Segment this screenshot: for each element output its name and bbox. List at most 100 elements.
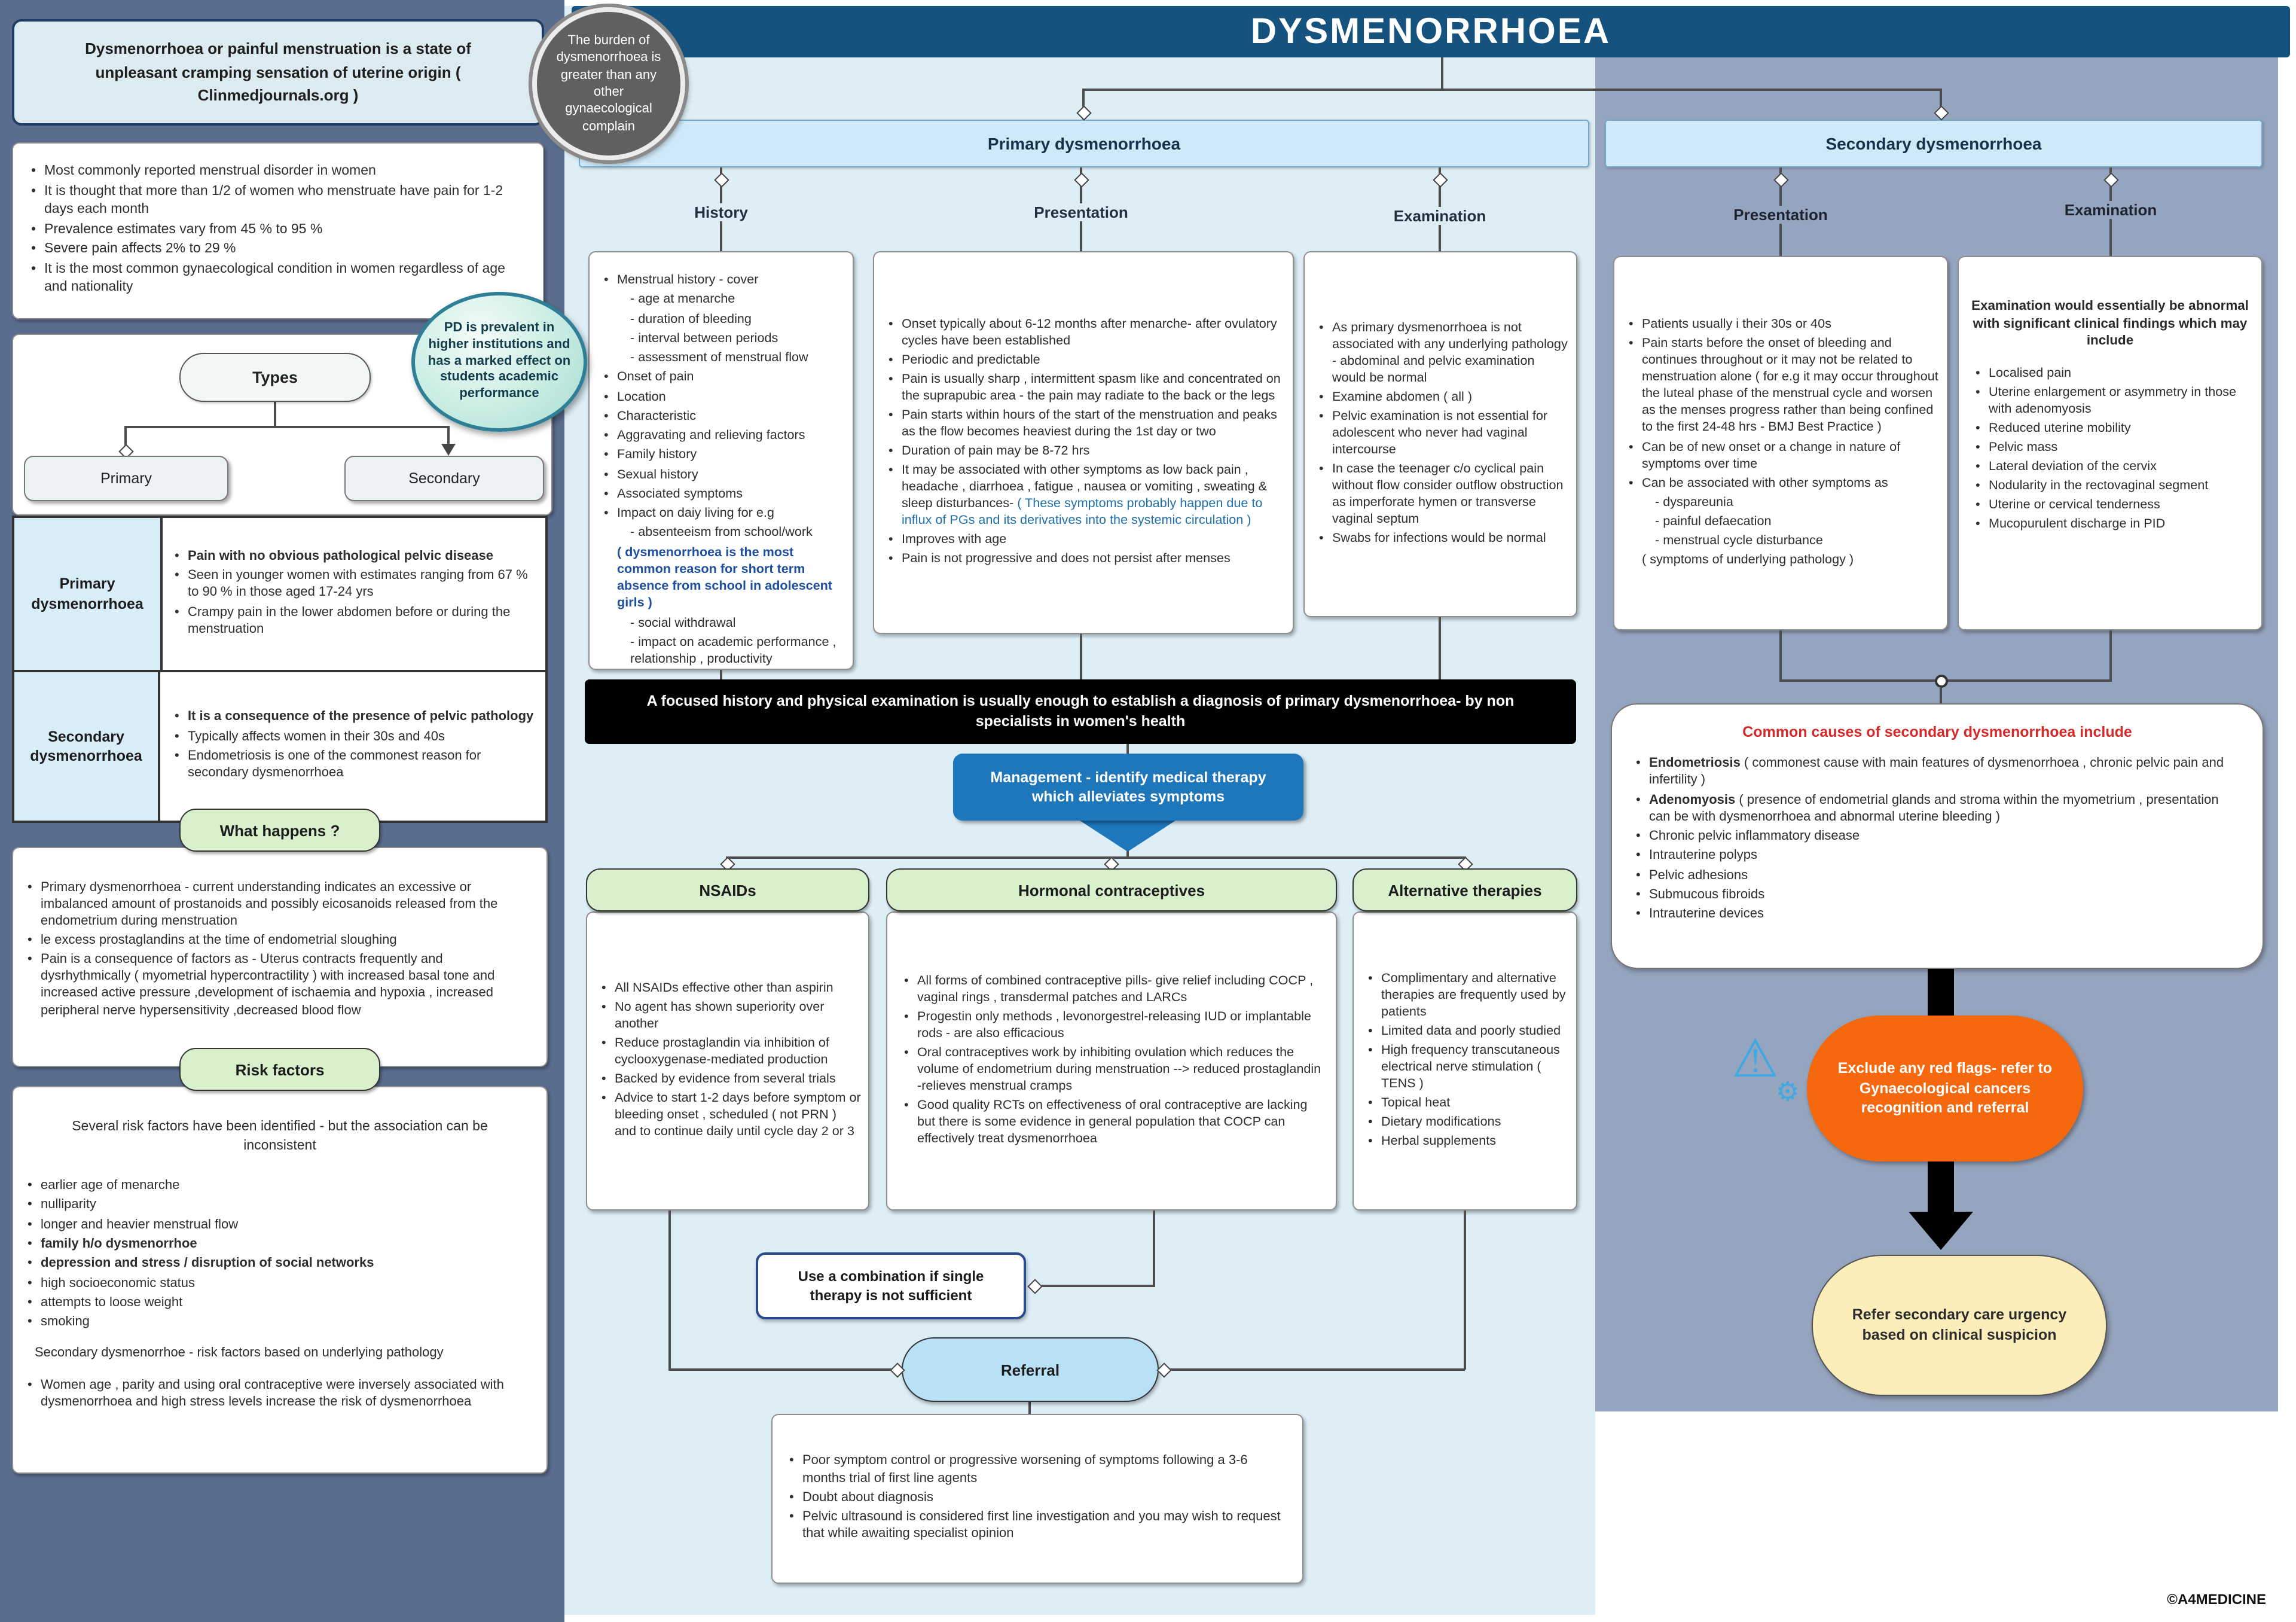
alternative-box: Complimentary and alternative therapies … <box>1352 911 1577 1211</box>
definition-box: Dysmenorrhoea or painful menstruation is… <box>12 19 544 126</box>
types-node: Types <box>179 353 371 402</box>
risk-factors-box: Several risk factors have been identifie… <box>12 1086 548 1474</box>
connector-line <box>1036 1285 1155 1287</box>
watermark-text: ©A4MEDICINE <box>2167 1591 2266 1608</box>
secondary-type-node: Secondary <box>344 456 544 501</box>
connector-rod <box>1928 1161 1954 1214</box>
connector-line <box>1168 1368 1465 1371</box>
gear-icon: ⚙ <box>1776 1077 1800 1106</box>
table-row-content: It is a consequence of the presence of p… <box>163 672 545 821</box>
common-causes-list: Endometriosis ( commonest cause with mai… <box>1636 755 2241 923</box>
types-label: Types <box>252 368 298 386</box>
primary-type-label: Primary <box>100 470 152 487</box>
connector-line <box>726 856 1465 859</box>
row-label-text: Secondary dysmenorrhoea <box>30 728 142 765</box>
history-list: Menstrual history - cover- age at menarc… <box>604 272 845 668</box>
connector-line <box>1028 1402 1031 1414</box>
primary-presentation-list: Onset typically about 6-12 months after … <box>889 316 1283 570</box>
connector-line <box>1439 617 1441 679</box>
what-happens-list: Primary dysmenorrhoea - current understa… <box>28 879 535 1019</box>
risk-factors-label: Risk factors <box>235 1060 325 1078</box>
column-header-sec-presentation: Presentation <box>1727 206 1834 224</box>
secondary-examination-intro: Examination would essentially be abnorma… <box>1971 299 2249 349</box>
watermark: ©A4MEDICINE <box>2021 1591 2266 1608</box>
burden-badge-text: The burden of dysmenorrhoea is greater t… <box>556 33 661 134</box>
management-banner-text: Management - identify medical therapy wh… <box>990 769 1266 806</box>
risk-intro: Several risk factors have been identifie… <box>72 1120 488 1153</box>
referral-list: Poor symptom control or progressive wors… <box>789 1453 1290 1545</box>
nsaids-header: NSAIDs <box>586 868 869 911</box>
connector-line <box>1940 688 1942 703</box>
burden-badge: The burden of dysmenorrhoea is greater t… <box>532 7 685 160</box>
management-banner: Management - identify medical therapy wh… <box>953 754 1303 821</box>
page-title-bar: DYSMENORRHOEA <box>572 6 2290 57</box>
secondary-presentation-box: Patients usually i their 30s or 40sPain … <box>1613 256 1948 630</box>
secondary-type-label: Secondary <box>408 470 480 487</box>
row-bullets: It is a consequence of the presence of p… <box>175 709 538 784</box>
column-header-presentation: Presentation <box>1028 203 1134 221</box>
hormonal-list: All forms of combined contraceptive pill… <box>904 972 1326 1150</box>
connector-line <box>668 1368 892 1371</box>
definition-text: Dysmenorrhoea or painful menstruation is… <box>85 39 471 105</box>
referral-box: Poor symptom control or progressive wors… <box>771 1414 1303 1584</box>
referral-label: Referral <box>1000 1361 1060 1379</box>
connector-line <box>126 426 448 428</box>
alternative-header-text: Alternative therapies <box>1388 881 1542 899</box>
hormonal-box: All forms of combined contraceptive pill… <box>886 911 1337 1211</box>
diagnosis-banner: A focused history and physical examinati… <box>585 679 1576 744</box>
connector-line <box>1779 630 1782 682</box>
primary-presentation-box: Onset typically about 6-12 months after … <box>873 251 1294 634</box>
hormonal-header: Hormonal contraceptives <box>886 868 1337 911</box>
stats-box: Most commonly reported menstrual disorde… <box>12 142 544 319</box>
nsaids-list: All NSAIDs effective other than aspirinN… <box>602 980 861 1143</box>
stats-list: Most commonly reported menstrual disorde… <box>31 163 531 298</box>
connector-rod <box>1928 969 1954 1018</box>
column-header-sec-examination: Examination <box>2058 201 2163 219</box>
connector-line <box>1126 849 1129 859</box>
hormonal-header-text: Hormonal contraceptives <box>1018 881 1205 899</box>
primary-section-header: Primary dysmenorrhoea <box>579 120 1589 167</box>
connector-line <box>1940 89 1942 120</box>
connector-line <box>447 426 450 445</box>
table-row-content: Pain with no obvious pathological pelvic… <box>163 518 545 672</box>
refer-secondary-text: Refer secondary care urgency based on cl… <box>1852 1306 2067 1343</box>
referral-node: Referral <box>902 1337 1159 1402</box>
column-header-history: History <box>688 203 754 221</box>
primary-header-text: Primary dysmenorrhoea <box>987 134 1181 153</box>
warning-icon: ⚠ <box>1732 1033 1779 1086</box>
connector-line <box>124 426 127 452</box>
table-row-label: Primary dysmenorrhoea <box>14 518 163 672</box>
page-title: DYSMENORRHOEA <box>1250 11 1611 51</box>
connector-line <box>1082 89 1085 120</box>
gear-glyph: ⚙ <box>1776 1077 1800 1106</box>
pd-badge: PD is prevalent in higher institutions a… <box>411 292 587 432</box>
secondary-section-header: Secondary dysmenorrhoea <box>1605 120 2263 167</box>
arrowhead-icon <box>441 444 456 456</box>
circle-connector <box>1935 675 1948 688</box>
arrowhead-icon <box>1909 1212 1973 1250</box>
table-row-label: Secondary dysmenorrhoea <box>14 672 160 821</box>
secondary-examination-box: Examination would essentially be abnorma… <box>1958 256 2263 630</box>
alternative-list: Complimentary and alternative therapies … <box>1368 970 1571 1153</box>
risk-list: earlier age of menarchenulliparitylonger… <box>28 1177 532 1411</box>
secondary-presentation-list: Patients usually i their 30s or 40sPain … <box>1629 316 1940 571</box>
management-banner-point <box>1080 821 1176 852</box>
what-happens-pill: What happens ? <box>179 809 380 852</box>
combination-box: Use a combination if single therapy is n… <box>756 1252 1026 1319</box>
common-causes-box: Common causes of secondary dysmenorrhoea… <box>1611 703 2264 969</box>
nsaids-header-text: NSAIDs <box>699 881 756 899</box>
risk-factors-pill: Risk factors <box>179 1048 380 1091</box>
what-happens-box: Primary dysmenorrhoea - current understa… <box>12 847 548 1067</box>
red-flag-text: Exclude any red flags- refer to Gynaecol… <box>1837 1059 2053 1117</box>
connector-line <box>668 1211 671 1370</box>
connector-line <box>274 402 276 426</box>
alternative-header: Alternative therapies <box>1352 868 1577 911</box>
warning-glyph: ⚠ <box>1732 1030 1779 1089</box>
column-header-examination: Examination <box>1387 207 1492 225</box>
connector-line <box>1080 634 1082 679</box>
nsaids-box: All NSAIDs effective other than aspirinN… <box>586 911 869 1211</box>
refer-secondary-node: Refer secondary care urgency based on cl… <box>1812 1255 2107 1396</box>
row-label-text: Primary dysmenorrhoea <box>31 575 144 612</box>
connector-line <box>1082 89 1941 91</box>
connector-line <box>2109 630 2112 682</box>
